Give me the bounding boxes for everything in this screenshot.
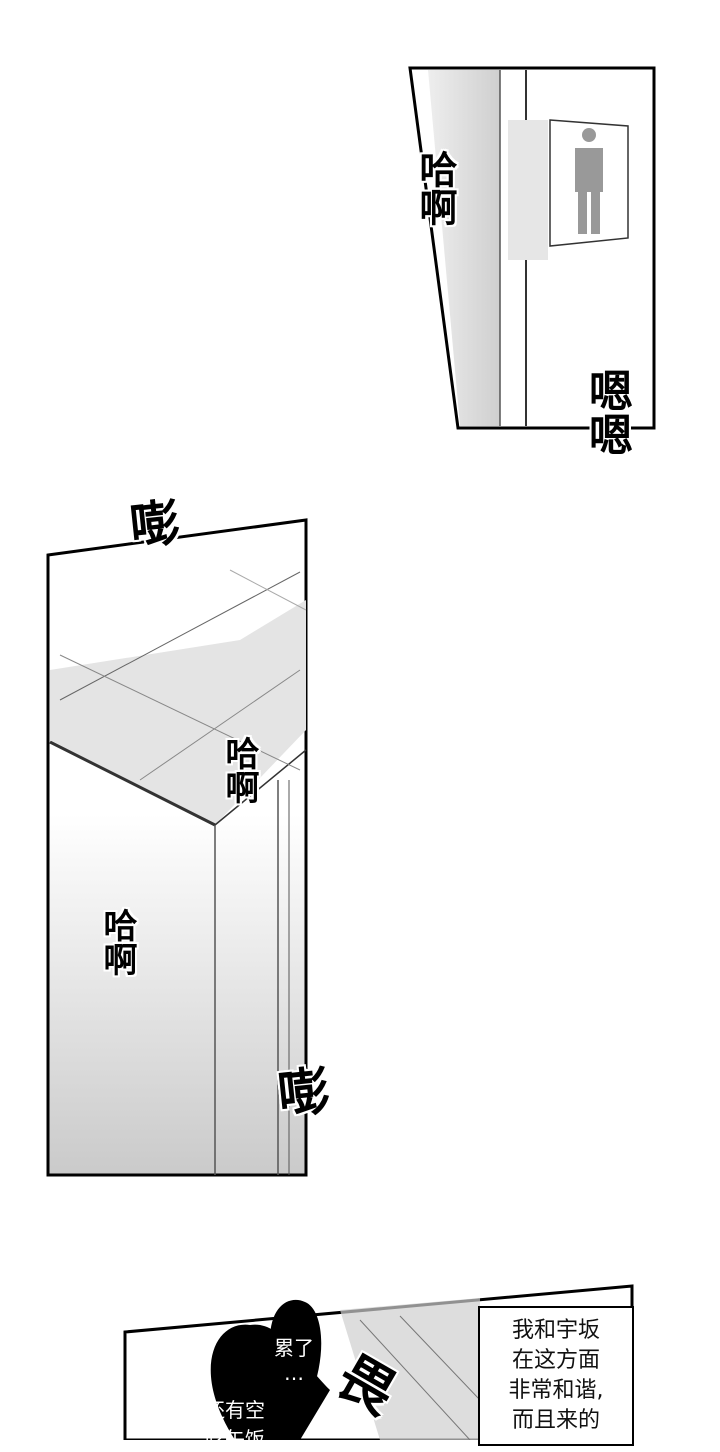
sfx-bang-bottom: 嘭 <box>275 1061 334 1127</box>
sfx-en-en: 嗯嗯 <box>581 368 632 456</box>
bubble-tired-ellipsis: … <box>284 1361 304 1385</box>
sfx-ha-a-lower: 哈啊 <box>97 908 137 976</box>
caption-line-4: 而且来的 <box>511 1408 600 1433</box>
bubble-lunch-line1: 还有空 <box>205 1398 265 1422</box>
sfx-ha-a-upper: 哈啊 <box>219 736 259 804</box>
bubble-lunch: 还有空 吃午饭 <box>190 1394 280 1452</box>
caption-line-2: 在这方面 <box>511 1348 600 1373</box>
sfx-ha-a: 哈啊 <box>413 150 457 226</box>
panel-2-art <box>46 518 308 1177</box>
narration-caption: 我和宇坂 在这方面 非常和谐, 而且来的 <box>478 1306 634 1446</box>
panel-1-art <box>408 66 656 430</box>
caption-line-3: 非常和谐, <box>508 1378 604 1403</box>
panel-partial: 累了 … 还有空 吃午饭 畏 我和宇坂 在这方面 非常和谐, 而且来的 <box>0 1280 720 1451</box>
panel-stall: 嘭 哈啊 哈啊 嘭 <box>0 480 720 1200</box>
panel-restroom-door: 哈啊 嗯嗯 <box>0 0 720 470</box>
bubble-tired: 累了 … <box>262 1332 326 1385</box>
sfx-bang-top: 嘭 <box>127 493 183 557</box>
bubble-lunch-line2: 吃午饭 <box>205 1427 265 1451</box>
caption-line-1: 我和宇坂 <box>511 1318 600 1343</box>
male-restroom-icon <box>582 128 596 142</box>
bubble-tired-text: 累了 <box>274 1336 314 1360</box>
